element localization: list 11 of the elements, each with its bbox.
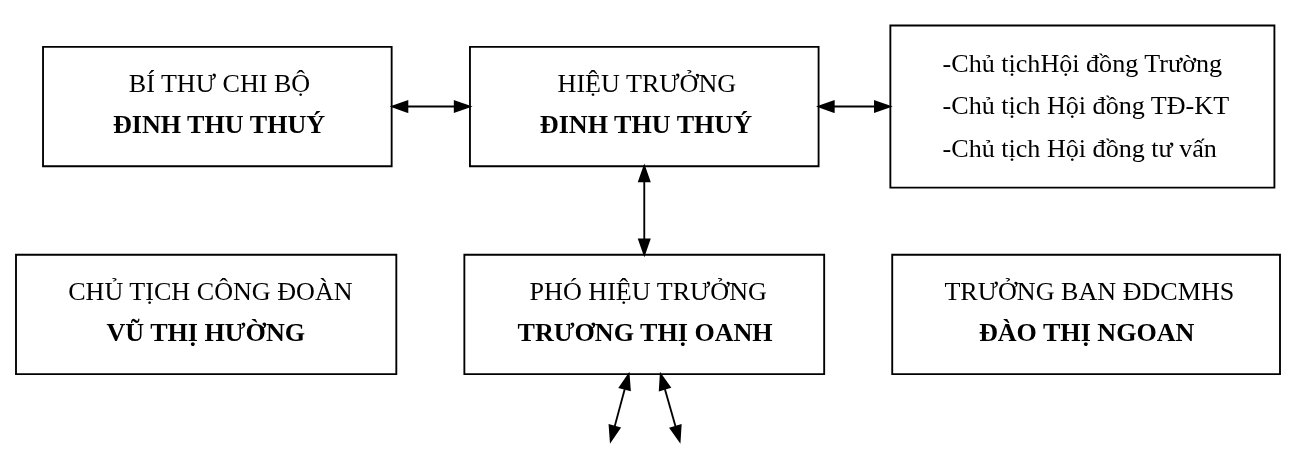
node-box: CHỦ TỊCH CÔNG ĐOÀN VŨ THỊ HƯỜNG [15, 253, 398, 375]
arrow [637, 163, 651, 258]
arrow [816, 100, 893, 114]
arrow [389, 100, 473, 114]
node-box: TRƯỞNG BAN ĐDCMHS ĐÀO THỊ NGOAN [891, 253, 1281, 375]
node-box: HIỆU TRƯỞNG ĐINH THU THUÝ [469, 45, 820, 168]
node-box: BÍ THƯ CHI BỘ ĐINH THU THUÝ [42, 45, 393, 168]
arrow [608, 371, 631, 444]
arrow [658, 371, 682, 444]
node-box: -Chủ tịchHội đồng Trường -Chủ tịch Hội đồng TĐ-KT -Chủ tịch Hội đồng tư vấn [889, 24, 1276, 189]
node-box: PHÓ HIỆU TRƯỞNG TRƯƠNG THỊ OANH [463, 253, 826, 375]
